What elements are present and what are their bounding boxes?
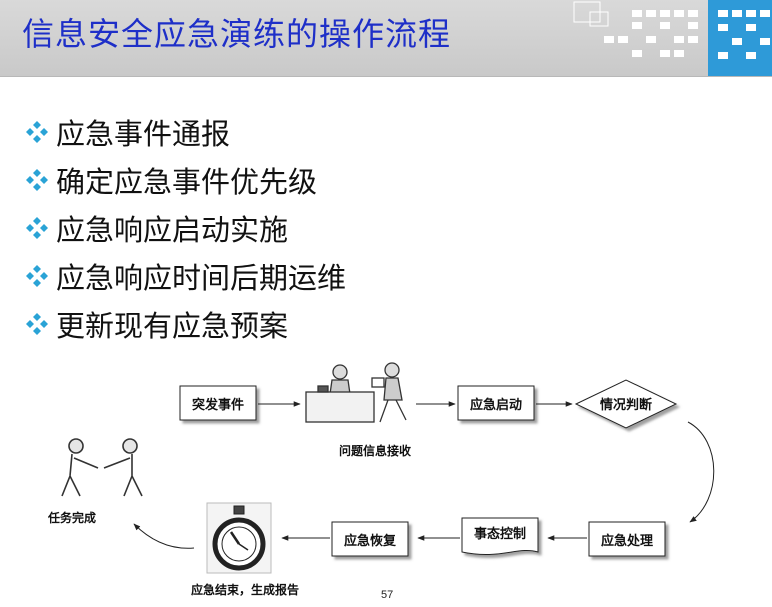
judge-label: 情况判断 bbox=[600, 397, 652, 413]
situation-judge-diamond: 情况判断 bbox=[574, 379, 678, 429]
title-bar: 信息安全应急演练的操作流程 bbox=[0, 0, 772, 77]
bullet-list: 应急事件通报 确定应急事件优先级 应急响应启动实施 应急响应时间后期运维 更新现… bbox=[24, 108, 346, 348]
incident-box: 突发事件 bbox=[179, 385, 257, 421]
bullet-text: 应急响应启动实施 bbox=[56, 213, 289, 247]
bullet-item: 应急响应时间后期运维 bbox=[24, 252, 346, 300]
bullet-text: 应急响应时间后期运维 bbox=[56, 261, 347, 295]
recover-label: 应急恢复 bbox=[344, 533, 397, 549]
flow-arrow bbox=[133, 523, 195, 549]
situation-control-document: 事态控制 bbox=[461, 517, 539, 555]
bullet-text: 应急事件通报 bbox=[56, 117, 231, 151]
diamond-bullet-icon bbox=[26, 169, 48, 191]
start-label: 应急启动 bbox=[470, 397, 522, 413]
decorative-squares-graphic bbox=[573, 0, 772, 76]
bullet-item: 确定应急事件优先级 bbox=[24, 156, 346, 204]
process-flowchart: 突发事件 问题信息接收 应急启动 情况判断 应急处理 事态控制 应急恢 bbox=[47, 362, 715, 597]
reception-desk-icon bbox=[305, 362, 407, 423]
bullet-text: 更新现有应急预案 bbox=[56, 309, 289, 343]
receive-label: 问题信息接收 bbox=[339, 443, 411, 458]
bullet-item: 应急事件通报 bbox=[24, 108, 346, 156]
handshake-figures-icon bbox=[61, 438, 143, 497]
bullet-text: 确定应急事件优先级 bbox=[56, 165, 318, 199]
diamond-bullet-icon bbox=[26, 313, 48, 335]
emergency-recover-box: 应急恢复 bbox=[331, 521, 409, 557]
page-number: 57 bbox=[381, 589, 394, 601]
emergency-start-box: 应急启动 bbox=[457, 385, 535, 421]
bullet-item: 更新现有应急预案 bbox=[24, 300, 346, 348]
diamond-bullet-icon bbox=[26, 217, 48, 239]
diamond-bullet-icon bbox=[26, 265, 48, 287]
finish-label: 应急结束，生成报告 bbox=[191, 582, 299, 597]
control-label: 事态控制 bbox=[474, 526, 526, 542]
emergency-handle-box: 应急处理 bbox=[588, 521, 666, 557]
slide-title: 信息安全应急演练的操作流程 bbox=[22, 15, 452, 53]
done-label: 任务完成 bbox=[47, 510, 96, 525]
flow-arrow bbox=[687, 421, 715, 523]
diamond-bullet-icon bbox=[26, 121, 48, 143]
stopwatch-icon bbox=[206, 502, 272, 574]
handle-label: 应急处理 bbox=[601, 533, 653, 549]
bullet-item: 应急响应启动实施 bbox=[24, 204, 346, 252]
incident-label: 突发事件 bbox=[192, 397, 244, 413]
